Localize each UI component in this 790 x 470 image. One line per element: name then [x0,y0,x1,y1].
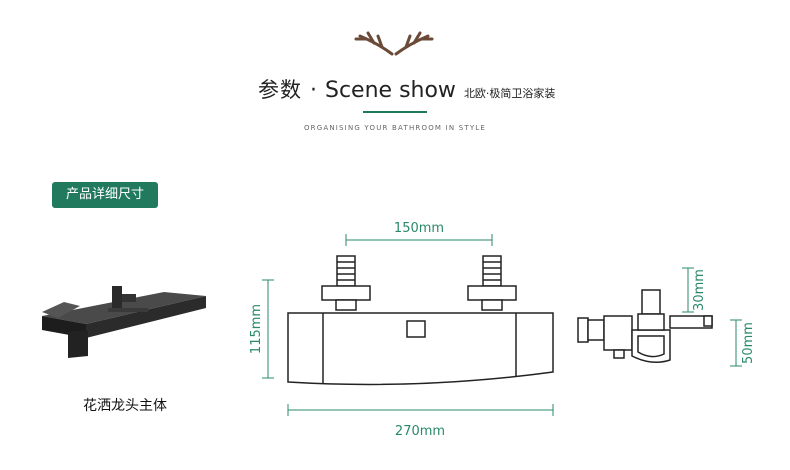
dim-height: 115mm [249,304,264,354]
section-badge: 产品详细尺寸 [52,182,158,208]
title-subtitle: 北欧·极简卫浴家装 [463,87,556,100]
title-separator: · [310,78,317,103]
dim-side-top: 30mm [692,269,707,311]
antlers-icon [354,31,434,56]
title-chinese: 参数 [258,78,302,102]
page-title: 参数 · Scene show 北欧·极简卫浴家装 [258,74,555,108]
title-underline [363,111,427,113]
dim-side-height: 50mm [741,322,756,364]
front-view [287,255,554,386]
product-caption: 花洒龙头主体 [83,398,167,414]
side-view [577,289,713,363]
dimension-drawing: 150mm 115mm 270mm 30mm 50mm [249,221,756,439]
dimension-lines [262,234,742,416]
title-english: Scene show [325,78,456,103]
tagline: ORGANISING YOUR BATHROOM IN STYLE [303,124,487,132]
dim-total-width: 270mm [395,424,445,439]
product-image [42,286,206,358]
dim-top-width: 150mm [394,221,444,236]
